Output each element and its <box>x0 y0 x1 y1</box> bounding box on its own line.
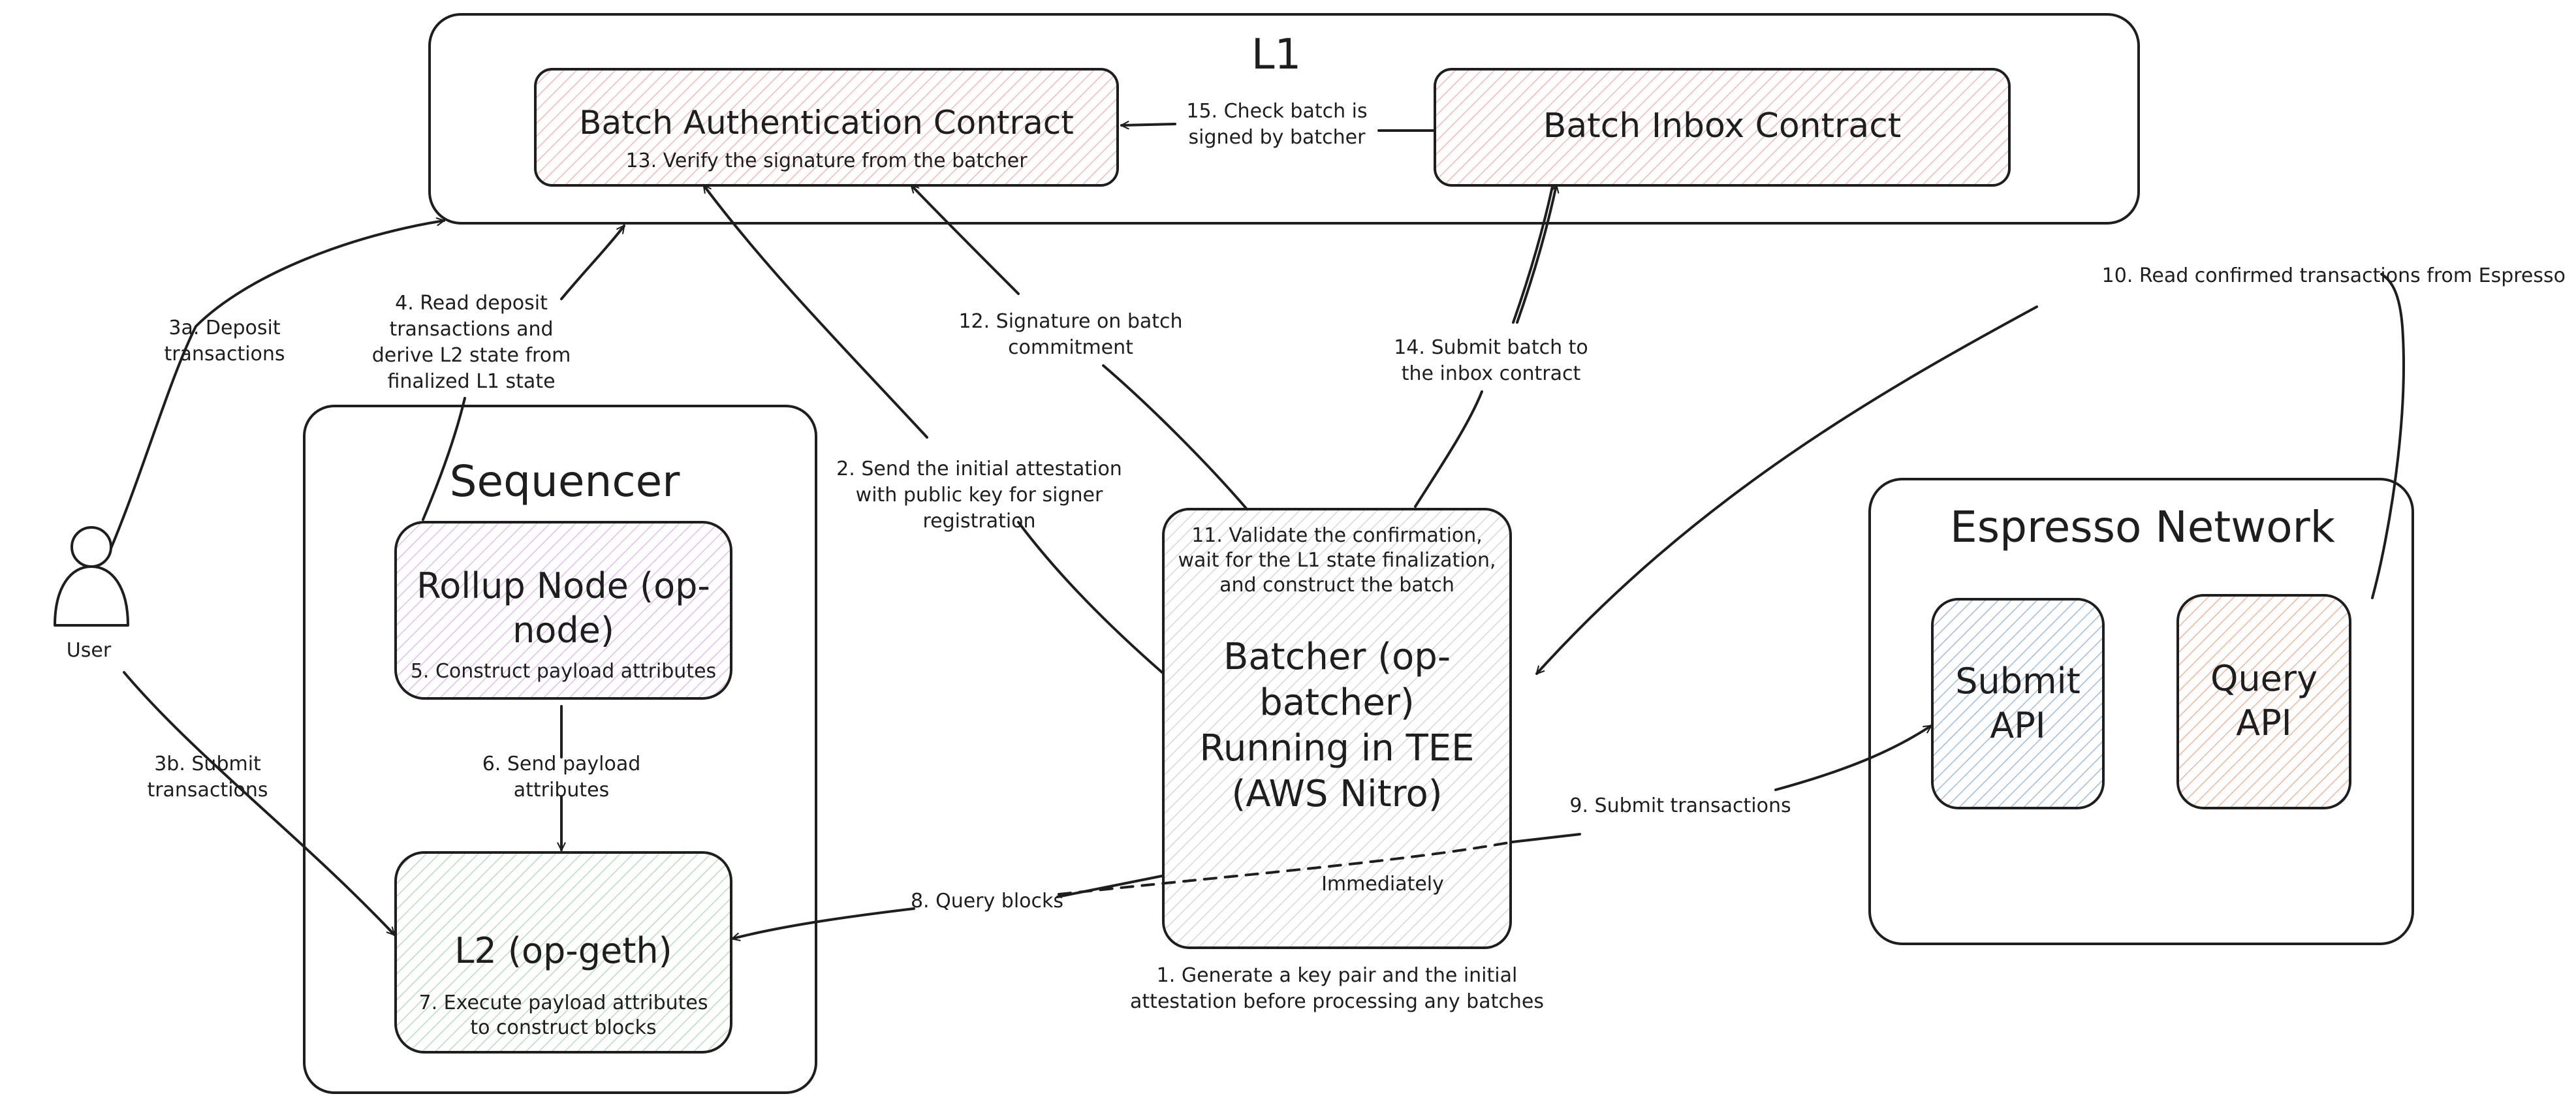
edge-3b-line <box>123 671 396 936</box>
label-4-line1: 4. Read deposit <box>395 292 548 315</box>
batcher: 11. Validate the confirmation, wait for … <box>1162 508 1512 949</box>
l1-title: L1 <box>1251 31 1301 79</box>
label-15-line2: signed by batcher <box>1189 126 1366 149</box>
batcher-note-line1: 11. Validate the confirmation, <box>1191 524 1483 547</box>
label-6-line1: 6. Send payload <box>482 753 641 775</box>
user-label: User <box>67 639 112 662</box>
label-1-line2: attestation before processing any batche… <box>1130 990 1544 1013</box>
edge-10-line <box>2371 273 2405 599</box>
rollup-node-note: 5. Construct payload attributes <box>411 660 716 683</box>
edge-14-line-upper-b <box>1512 185 1554 324</box>
user-actor: User <box>54 526 129 662</box>
l1-region: L1 <box>428 13 2140 225</box>
edge-12-line <box>1102 364 1248 510</box>
edge-2-line-upper <box>702 184 928 439</box>
label-1-line1: 1. Generate a key pair and the initial <box>1157 964 1518 987</box>
label-2-line2: with public key for signer <box>856 484 1103 507</box>
submit-api: Submit API <box>1931 598 2105 809</box>
batcher-note-line2: wait for the L1 state finalization, <box>1178 549 1496 572</box>
edge-9-line-left <box>1511 833 1581 843</box>
query-api-line1: Query <box>2210 658 2317 699</box>
l2-title: L2 (op-geth) <box>454 930 672 971</box>
label-10: 10. Read confirmed transactions from Esp… <box>2102 264 2566 287</box>
edge-8-line-right <box>1056 875 1163 898</box>
batcher-title-line1: Batcher (op- <box>1223 636 1451 678</box>
edge-4-line-upper <box>560 225 625 300</box>
edge-9-line-right <box>1774 725 1932 791</box>
rollup-node-title-line1: Rollup Node (op- <box>416 565 710 606</box>
label-4-line3: derive L2 state from <box>372 344 571 367</box>
batch-authentication-contract: Batch Authentication Contract 13. Verify… <box>534 68 1119 187</box>
edge-2-line <box>1017 521 1163 674</box>
edge-14-line <box>1414 390 1483 508</box>
label-8: 8. Query blocks <box>911 890 1063 913</box>
l2-note-line1: 7. Execute payload attributes <box>419 992 708 1014</box>
batcher-note-line3: and construct the batch <box>1219 574 1454 597</box>
query-api: Query API <box>2176 594 2351 809</box>
batcher-title-line3: Running in TEE <box>1199 727 1474 770</box>
edge-8-line-left <box>731 907 915 941</box>
sequencer-title: Sequencer <box>450 456 681 507</box>
edge-labels: 3a. Deposit transactions 3b. Submit tran… <box>147 100 2566 1013</box>
edge-10-line-lower <box>1535 305 2038 675</box>
edge-4-line <box>422 397 466 521</box>
batcher-title-line4: (AWS Nitro) <box>1231 773 1442 815</box>
batch-auth-note: 13. Verify the signature from the batche… <box>625 149 1028 172</box>
label-12-line1: 12. Signature on batch <box>958 310 1182 333</box>
label-2-line1: 2. Send the initial attestation <box>836 458 1122 480</box>
edge-immediately-dashed <box>1058 841 1513 896</box>
rollup-node-title-line2: node) <box>512 610 614 651</box>
batcher-title-line2: batcher) <box>1259 681 1414 724</box>
label-3a-line1: 3a. Deposit <box>168 317 280 339</box>
edge-3a-line <box>110 217 445 550</box>
label-3b-line1: 3b. Submit <box>154 753 261 775</box>
rollup-node: Rollup Node (op- node) 5. Construct payl… <box>394 521 732 700</box>
user-icon <box>54 526 129 627</box>
batch-auth-title: Batch Authentication Contract <box>579 104 1074 142</box>
l2-note-line2: to construct blocks <box>470 1016 656 1039</box>
edge-12-line-upper <box>910 184 1020 295</box>
submit-api-line2: API <box>1990 705 2045 746</box>
label-2-line3: registration <box>922 510 1035 533</box>
label-4-line2: transactions and <box>389 318 553 341</box>
edge-15-line-left <box>1120 121 1176 130</box>
submit-api-line1: Submit <box>1955 661 2081 702</box>
label-3b-line2: transactions <box>147 779 268 802</box>
espresso-network-region: Espresso Network <box>1868 478 2414 945</box>
label-immediately: Immediately <box>1321 873 1444 896</box>
query-api-line2: API <box>2236 702 2291 743</box>
sequencer-region: Sequencer <box>303 405 817 1094</box>
label-4-line4: finalized L1 state <box>387 370 555 393</box>
label-3a-line2: transactions <box>164 343 285 366</box>
l2-op-geth: L2 (op-geth) 7. Execute payload attribut… <box>394 851 732 1054</box>
batch-inbox-title: Batch Inbox Contract <box>1543 106 1902 146</box>
label-9: 9. Submit transactions <box>1569 794 1791 817</box>
espresso-title: Espresso Network <box>1950 502 2336 552</box>
edge-14-line-upper <box>1516 184 1560 324</box>
label-14-line1: 14. Submit batch to <box>1394 336 1588 359</box>
label-12-line2: commitment <box>1008 336 1133 359</box>
batch-inbox-contract: Batch Inbox Contract <box>1434 68 2011 187</box>
label-6-line2: attributes <box>514 779 609 802</box>
label-14-line2: the inbox contract <box>1402 362 1581 385</box>
label-15-line1: 15. Check batch is <box>1186 100 1367 123</box>
